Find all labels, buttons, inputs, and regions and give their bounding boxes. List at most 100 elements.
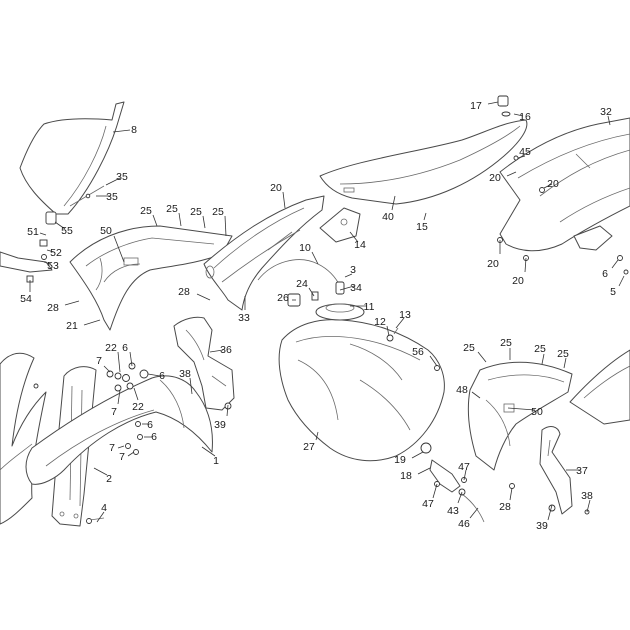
- leader-line-c38a: [189, 377, 193, 395]
- callout-label-c2: 2: [106, 473, 112, 485]
- callout-label-c22a: 22: [105, 342, 117, 354]
- leader-line-c8: [112, 129, 131, 133]
- leader-line-c50b: [507, 407, 536, 411]
- callout-label-c28b: 28: [178, 286, 190, 298]
- callout-label-c4: 4: [101, 502, 107, 514]
- leader-line-c35a: [105, 177, 121, 186]
- callout-label-c25e: 25: [463, 342, 475, 354]
- leader-line-c2: [93, 467, 108, 476]
- leader-line-c5: [618, 275, 625, 287]
- leader-line-c38b: [586, 499, 591, 513]
- callout-label-c33: 33: [238, 312, 250, 324]
- part-fuel-tap: [420, 442, 485, 523]
- leader-line-c28c: [509, 487, 513, 501]
- callout-label-c34: 34: [350, 282, 362, 294]
- callout-label-c25b: 25: [166, 203, 178, 215]
- leader-line-c20c: [543, 183, 553, 189]
- leader-line-c20b: [506, 171, 517, 177]
- callout-label-c8: 8: [131, 124, 137, 136]
- callout-label-c1: 1: [213, 455, 219, 467]
- callout-label-c47a: 47: [422, 498, 434, 510]
- leader-line-c1: [201, 446, 216, 457]
- leader-line-c13: [395, 317, 405, 329]
- callout-label-c28a: 28: [47, 302, 59, 314]
- leader-line-c6c: [147, 373, 161, 377]
- leader-line-c21: [83, 319, 101, 326]
- callout-label-c45: 45: [519, 146, 531, 158]
- leader-line-c40: [391, 195, 396, 211]
- part-rear-fender: [499, 117, 630, 252]
- leader-line-c39a: [226, 404, 229, 417]
- callout-label-c25h: 25: [557, 348, 569, 360]
- leader-line-c7a: [103, 365, 111, 373]
- leader-line-c10: [311, 251, 319, 265]
- part-front-fender: [25, 375, 213, 485]
- callout-label-c6a: 6: [602, 268, 608, 280]
- callout-label-c39b: 39: [536, 520, 548, 532]
- bolt-4-fork: [86, 517, 105, 524]
- leader-line-c56: [429, 355, 438, 367]
- leader-line-c51: [39, 232, 47, 236]
- callout-label-c47b: 47: [458, 461, 470, 473]
- callout-label-c46: 46: [458, 518, 470, 530]
- leader-line-c6b: [129, 351, 133, 367]
- callout-label-c7a: 7: [96, 355, 102, 367]
- leader-line-c7c: [117, 445, 125, 449]
- leader-line-c28b: [196, 293, 211, 301]
- part-seat-bolt: [497, 95, 511, 117]
- leader-line-c25b: [178, 212, 182, 227]
- callout-label-c13: 13: [399, 309, 411, 321]
- leader-line-c47a: [432, 483, 438, 499]
- callout-label-c19: 19: [394, 454, 406, 466]
- leader-line-c6a: [611, 259, 619, 269]
- callout-label-c50a: 50: [100, 225, 112, 237]
- callout-label-c56: 56: [412, 346, 424, 358]
- leader-line-c20a: [282, 191, 286, 209]
- leader-line-c7d: [127, 451, 135, 457]
- bolt-28-right: [509, 483, 515, 489]
- leader-line-c22a: [117, 351, 121, 373]
- callout-label-c40: 40: [382, 211, 394, 223]
- part-right-radiator-shroud-front: [467, 361, 573, 471]
- callout-label-c15: 15: [416, 221, 428, 233]
- callout-label-c3: 3: [350, 264, 356, 276]
- callout-label-c20d: 20: [487, 258, 499, 270]
- callout-label-c52: 52: [50, 247, 62, 259]
- callout-label-c43: 43: [447, 505, 459, 517]
- leader-line-c32: [607, 115, 611, 126]
- callout-label-c11: 11: [364, 301, 375, 313]
- callout-label-c20e: 20: [512, 275, 524, 287]
- leader-line-c12: [386, 325, 390, 337]
- callout-label-c35a: 35: [116, 171, 128, 183]
- callout-label-c38a: 38: [179, 368, 191, 380]
- part-small-bracket: [319, 207, 361, 243]
- leader-line-c50a: [113, 235, 125, 263]
- callout-label-c39a: 39: [214, 419, 226, 431]
- fender-hardware: [106, 362, 149, 455]
- callout-label-c14: 14: [354, 239, 366, 251]
- leader-line-c55: [54, 221, 66, 230]
- callout-label-c55: 55: [61, 225, 73, 237]
- callout-label-c32: 32: [600, 106, 612, 118]
- leader-line-c25h: [563, 357, 567, 369]
- part-valve-24-26: [287, 291, 319, 307]
- callout-leader-lines: [29, 101, 625, 523]
- callout-label-c53: 53: [47, 260, 59, 272]
- leader-line-c43: [457, 491, 463, 504]
- callout-label-c25g: 25: [534, 343, 546, 355]
- leader-line-c47b: [463, 469, 467, 481]
- callout-label-c17: 17: [470, 100, 482, 112]
- callout-label-c20b: 20: [489, 172, 501, 184]
- callout-label-c20a: 20: [270, 182, 282, 194]
- leader-line-c17: [487, 101, 499, 105]
- leader-line-c25a: [152, 214, 158, 227]
- part-front-fender-left-edge: [0, 352, 47, 525]
- callout-label-c24: 24: [296, 278, 308, 290]
- callout-label-c21: 21: [66, 320, 78, 332]
- callout-label-c37: 37: [576, 465, 588, 477]
- leader-line-c28a: [64, 300, 80, 306]
- part-number-plate: [19, 101, 125, 215]
- plate-screws: [69, 185, 105, 207]
- callout-label-c18: 18: [400, 470, 412, 482]
- callout-label-c25f: 25: [500, 337, 512, 349]
